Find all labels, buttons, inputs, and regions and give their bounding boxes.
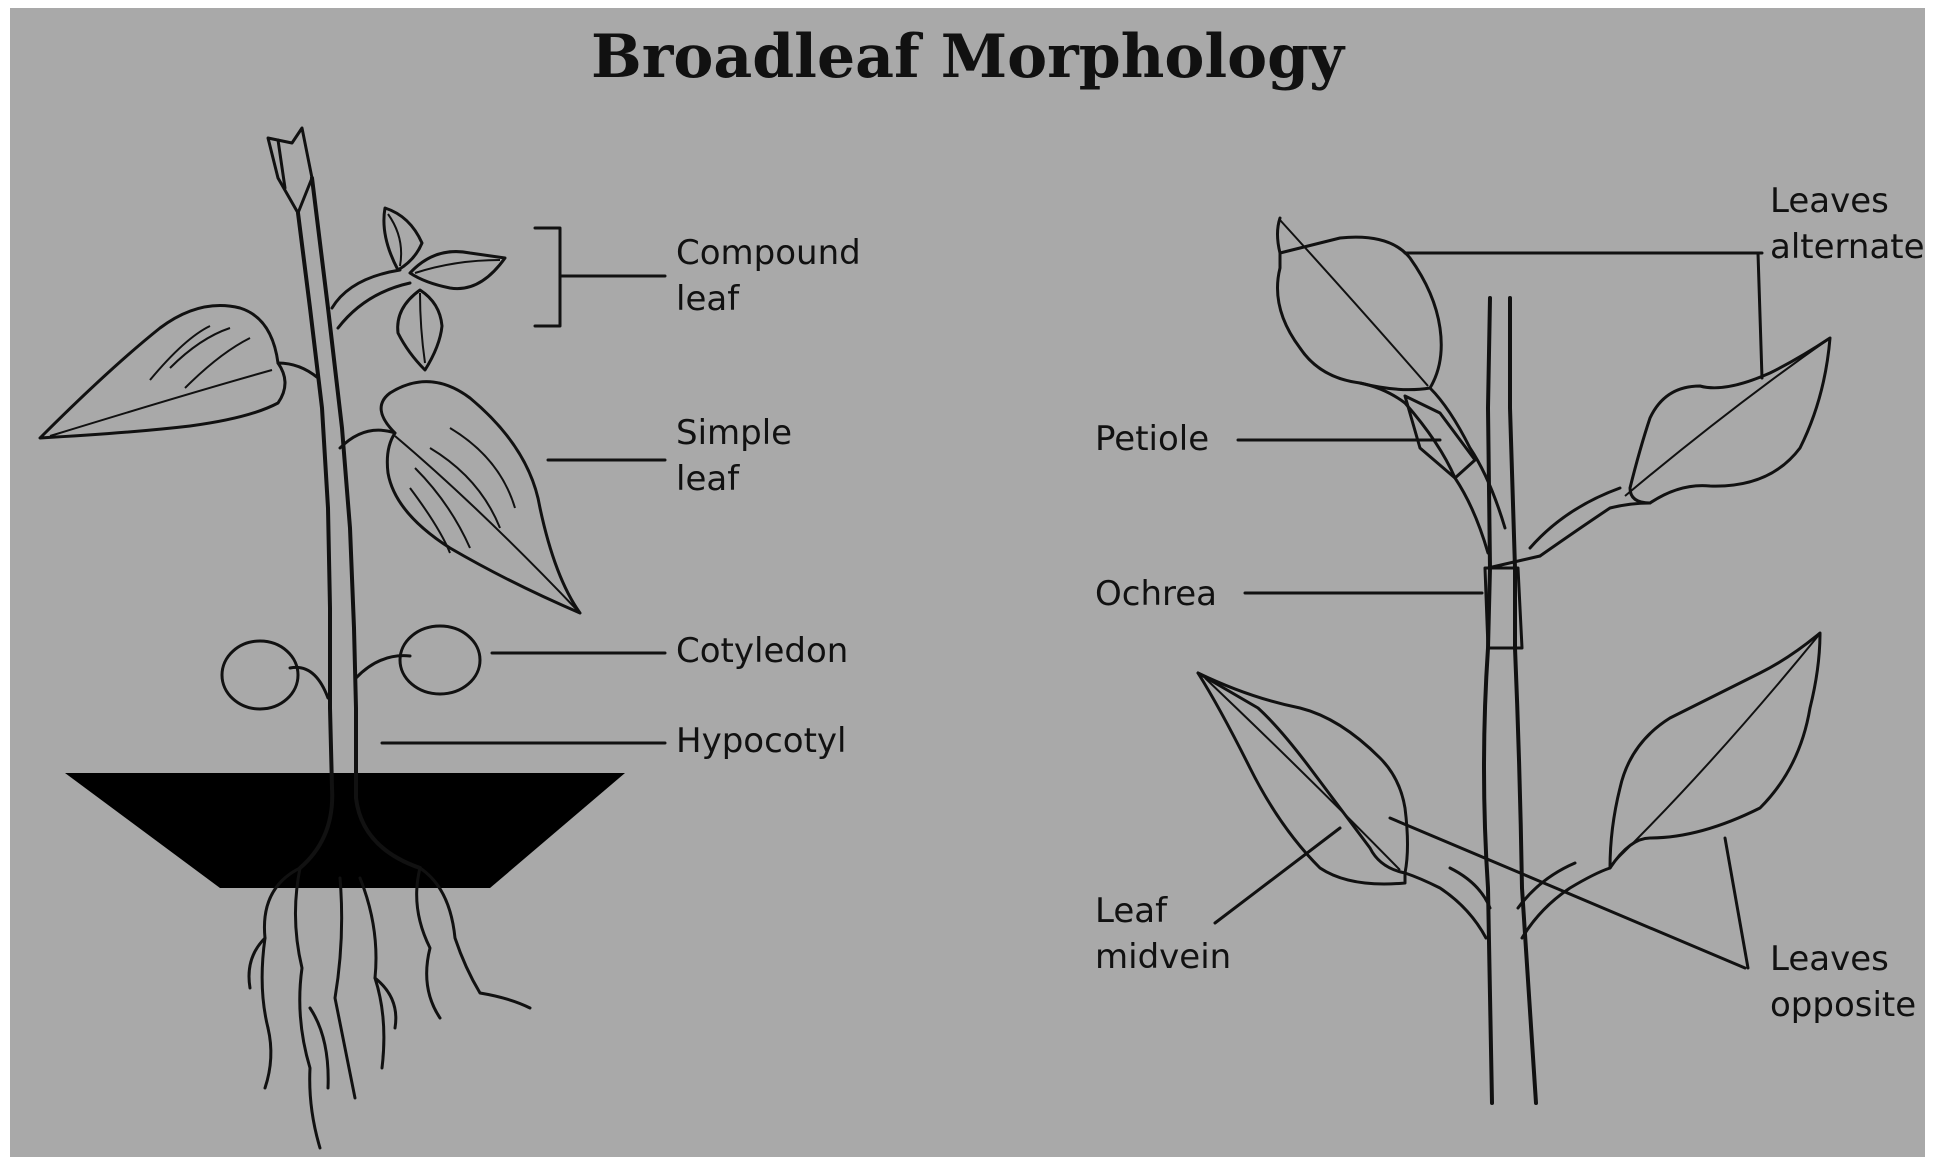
cotyledon-left [222, 641, 298, 709]
leaf-upper-right [1630, 338, 1830, 503]
label-line: Leaf [1095, 888, 1231, 934]
label-cotyledon: Cotyledon [676, 628, 848, 674]
leaf-lower-right [1610, 633, 1820, 868]
leaves-alternate-leader [1405, 253, 1762, 378]
diagram-figure: Broadleaf Morphology Compound leaf Simpl… [10, 8, 1925, 1157]
compound-leaf-bracket [535, 228, 560, 326]
diagram-drawing [10, 8, 1925, 1157]
soil-wedge [65, 773, 625, 888]
label-line: leaf [676, 276, 861, 322]
label-line: Compound [676, 230, 861, 276]
leaf-upper-left [1278, 237, 1442, 389]
label-compound-leaf: Compound leaf [676, 230, 861, 322]
simple-leaf-left [40, 306, 285, 439]
label-line: Leaves [1770, 178, 1925, 224]
label-line: leaf [676, 456, 792, 502]
apical-bud [268, 128, 312, 213]
label-hypocotyl: Hypocotyl [676, 718, 846, 764]
label-line: Leaves [1770, 936, 1916, 982]
simple-leaf-right [381, 382, 580, 613]
roots [249, 868, 530, 1148]
label-line: alternate [1770, 224, 1925, 270]
label-petiole: Petiole [1095, 416, 1209, 462]
label-ochrea: Ochrea [1095, 571, 1217, 617]
label-line: opposite [1770, 982, 1916, 1028]
cotyledon-right [400, 626, 480, 694]
page-title: Broadleaf Morphology [10, 22, 1925, 92]
branch-stem-left [1484, 298, 1492, 1103]
leaves-opposite-leader [1390, 818, 1748, 968]
branch-stem-right [1510, 298, 1536, 1103]
leaf-lower-left [1198, 673, 1405, 884]
label-leaves-opposite: Leaves opposite [1770, 936, 1916, 1028]
label-line: Simple [676, 410, 792, 456]
label-simple-leaf: Simple leaf [676, 410, 792, 502]
label-leaf-midvein: Leaf midvein [1095, 888, 1231, 980]
label-leaves-alternate: Leaves alternate [1770, 178, 1925, 270]
label-line: midvein [1095, 934, 1231, 980]
leaf-midvein-leader [1215, 828, 1340, 923]
